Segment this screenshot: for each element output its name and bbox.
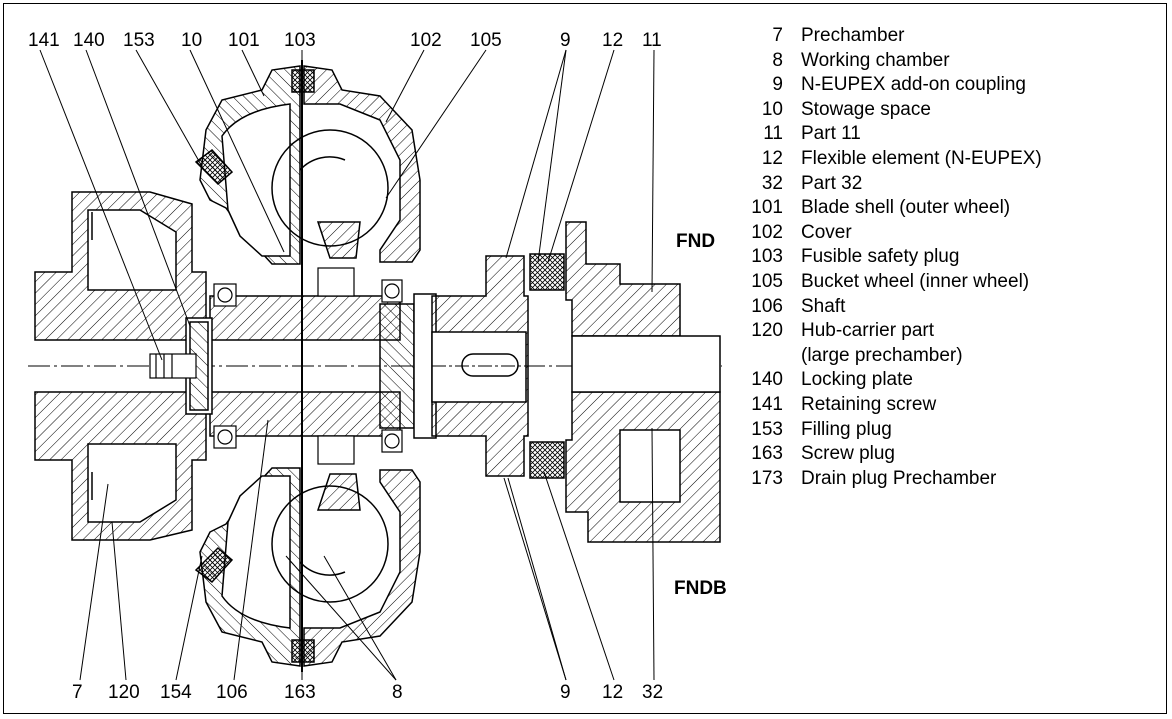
legend-row: 105 Bucket wheel (inner wheel) (735, 270, 1042, 295)
callout-141: 141 (28, 30, 60, 51)
legend-number: 7 (772, 25, 783, 46)
callout-163: 163 (284, 682, 316, 703)
legend-text: Fusible safety plug (801, 246, 960, 268)
legend-row: 120 Hub-carrier part (735, 319, 1042, 344)
legend-row: 141 Retaining screw (735, 393, 1042, 418)
legend-text: Bucket wheel (inner wheel) (801, 270, 1030, 292)
legend-number: 106 (751, 295, 783, 317)
callout-102: 102 (410, 30, 442, 51)
legend-number: 10 (761, 98, 783, 120)
legend-number: 32 (761, 172, 783, 194)
n-eupex-coupling-hub (431, 255, 529, 477)
legend-number: 140 (751, 369, 783, 391)
legend-row: 32 Part 32 (735, 172, 1042, 197)
parts-legend: 7 Prechamber 8 Working chamber 9 N-EUPEX ad… (735, 24, 1042, 492)
callout-154: 154 (160, 682, 192, 703)
output-shaft (571, 335, 721, 393)
legend-number: 120 (751, 320, 783, 342)
callout-8: 8 (392, 682, 403, 703)
legend-text: Drain plug Prechamber (801, 467, 997, 489)
flange-disc (379, 293, 437, 439)
legend-row: 9 N-EUPEX add-on coupling (735, 73, 1042, 98)
part-11 (565, 221, 681, 337)
legend-row: (large prechamber) (735, 344, 1042, 369)
legend-row: 101 Blade shell (outer wheel) (735, 196, 1042, 221)
legend-number: 102 (751, 221, 783, 243)
callout-11: 11 (642, 30, 662, 51)
callout-10: 10 (181, 30, 202, 51)
legend-row: 153 Filling plug (735, 418, 1042, 443)
flexible-element (529, 253, 565, 479)
legend-row: 11 Part 11 (735, 122, 1042, 147)
legend-text: Screw plug (801, 443, 895, 465)
legend-text: Retaining screw (801, 393, 937, 415)
legend-text: Prechamber (801, 25, 905, 46)
callout-101: 101 (228, 30, 260, 51)
legend-row: 103 Fusible safety plug (735, 245, 1042, 270)
legend-row: 102 Cover (735, 221, 1042, 246)
callout-105: 105 (470, 30, 502, 51)
legend-text: N-EUPEX add-on coupling (801, 74, 1026, 96)
fndb-label: FNDB (674, 578, 727, 599)
legend-number: 163 (751, 443, 783, 465)
legend-row: 12 Flexible element (N-EUPEX) (735, 147, 1042, 172)
legend-number: 173 (751, 467, 783, 489)
legend-row: 10 Stowage space (735, 98, 1042, 123)
legend-text: Stowage space (801, 98, 931, 120)
legend-text: Working chamber (801, 49, 950, 71)
legend-text: Part 32 (801, 172, 863, 194)
callout-153: 153 (123, 30, 155, 51)
hub-carrier-part (34, 191, 207, 541)
fnd-label: FND (676, 231, 715, 252)
retaining-screw (149, 353, 197, 379)
drawing-frame (3, 3, 1167, 714)
legend-number: 12 (761, 147, 783, 169)
legend-text: Flexible element (N-EUPEX) (801, 147, 1042, 169)
callout-106: 106 (216, 682, 248, 703)
legend-text: (large prechamber) (801, 344, 963, 366)
legend-number: 101 (751, 197, 783, 219)
legend-number: 103 (751, 246, 783, 268)
leader-lines-top (39, 49, 655, 361)
filling-plug (194, 148, 234, 584)
part-32 (565, 391, 721, 543)
callout-120: 120 (108, 682, 140, 703)
legend-text: Filling plug (801, 418, 892, 440)
callout-32: 32 (642, 682, 663, 703)
legend-text: Cover (801, 221, 852, 243)
legend-text: Blade shell (outer wheel) (801, 197, 1011, 219)
legend-row: 173 Drain plug Prechamber (735, 467, 1042, 492)
legend-number: 11 (763, 123, 783, 145)
legend-row: 106 Shaft (735, 295, 1042, 320)
legend-number: 9 (772, 74, 783, 96)
legend-number: 141 (751, 393, 783, 415)
bearings (213, 267, 403, 465)
callout-7: 7 (72, 682, 83, 703)
legend-row: 8 Working chamber (735, 49, 1042, 74)
legend-number: 8 (772, 49, 783, 71)
legend-row: 7 Prechamber (735, 24, 1042, 49)
leader-lines-bottom (79, 419, 655, 681)
blade-shell-outer-wheel (199, 65, 301, 667)
legend-number: 153 (751, 418, 783, 440)
legend-text: Part 11 (801, 123, 861, 145)
legend-text: Shaft (801, 295, 846, 317)
callout-12-bottom: 12 (602, 682, 623, 703)
callout-103: 103 (284, 30, 316, 51)
callout-9-bottom: 9 (560, 682, 571, 703)
callout-9-top: 9 (560, 30, 571, 51)
callout-12-top: 12 (602, 30, 623, 51)
callout-140: 140 (73, 30, 105, 51)
bucket-wheel-inner-wheel (316, 221, 361, 511)
legend-text: Hub-carrier part (801, 320, 935, 342)
legend-number: 105 (751, 270, 783, 292)
legend-number (735, 344, 801, 369)
legend-row: 163 Screw plug (735, 442, 1042, 467)
legend-row: 140 Locking plate (735, 368, 1042, 393)
legend-text: Locking plate (801, 369, 913, 391)
cover (303, 65, 421, 667)
